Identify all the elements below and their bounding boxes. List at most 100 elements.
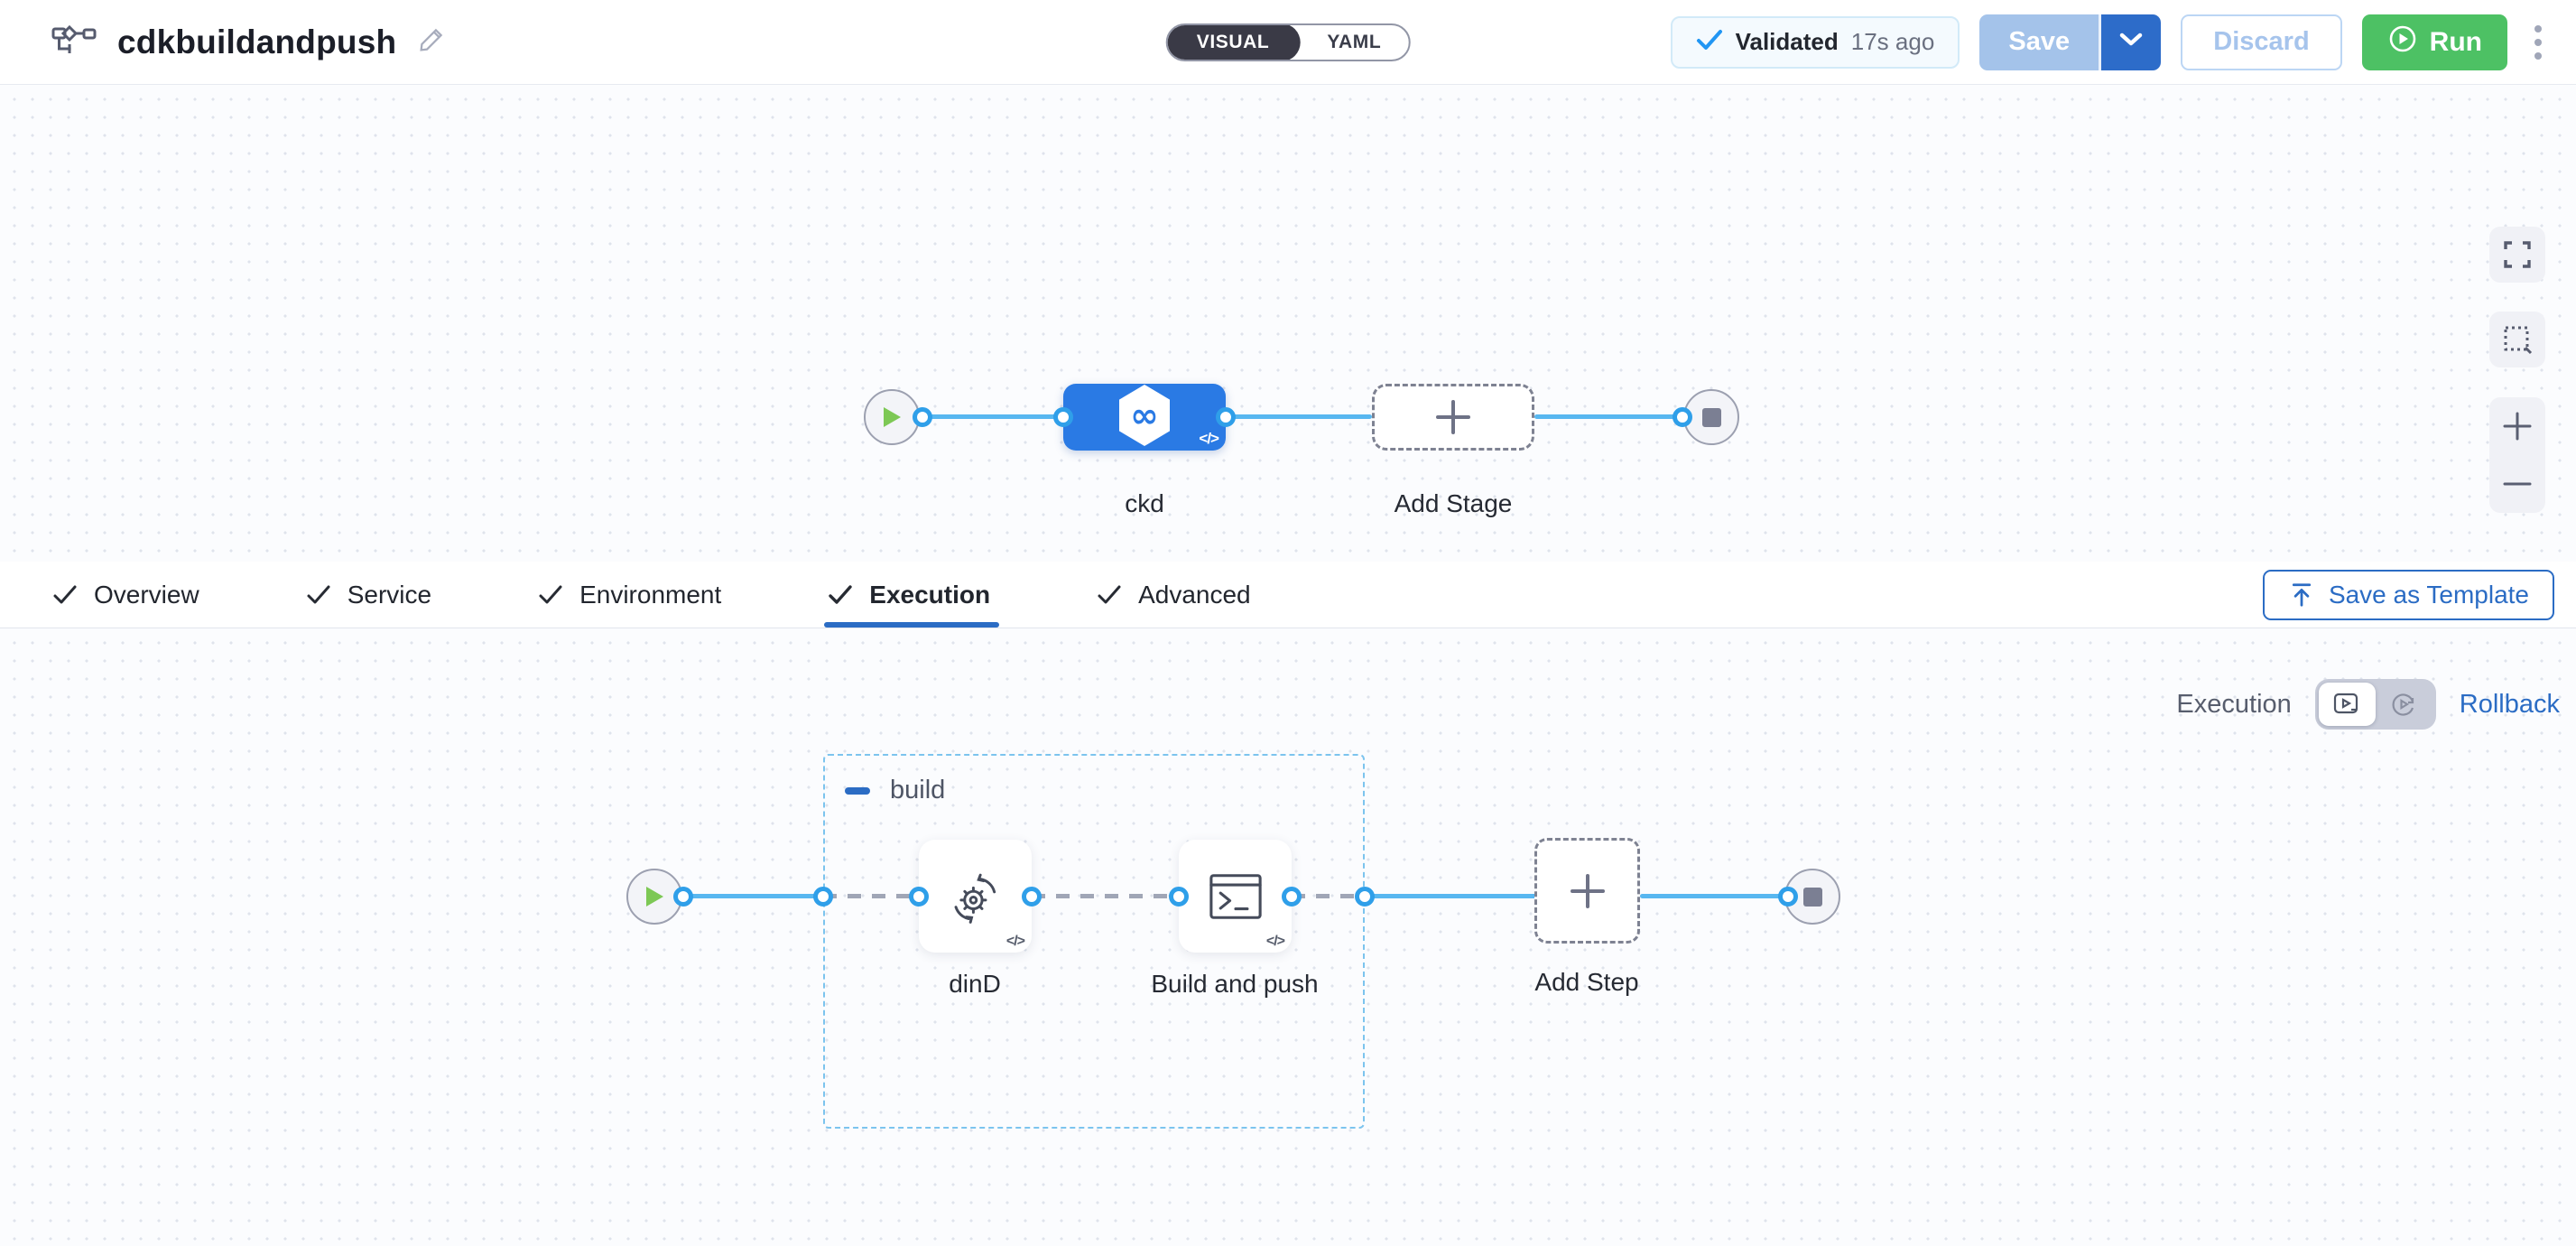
zoom-out-button[interactable]: [2489, 455, 2545, 513]
save-divider: [2099, 14, 2102, 70]
stop-icon: [1802, 887, 1822, 907]
execution-start-node: [626, 869, 682, 925]
stage-name-label: ckd: [1125, 489, 1164, 517]
gear-sync-icon: [954, 873, 996, 924]
fullscreen-icon: [2504, 241, 2531, 268]
connector-port: [913, 407, 932, 427]
check-icon: [53, 585, 77, 603]
tab-execution[interactable]: Execution: [824, 562, 999, 628]
pipeline-title: cdkbuildandpush: [117, 23, 397, 60]
terminal-icon: [1209, 873, 1262, 919]
selection-mode-button[interactable]: [2489, 312, 2545, 367]
fullscreen-button[interactable]: [2489, 227, 2545, 283]
stop-icon: [1701, 407, 1721, 427]
check-icon: [1098, 585, 1121, 603]
tab-service[interactable]: Service: [306, 562, 431, 628]
validated-badge: Validated 17s ago: [1670, 15, 1960, 69]
edit-pencil-icon[interactable]: [416, 24, 447, 60]
connector-line: [1534, 414, 1682, 419]
connector-line: [1226, 414, 1372, 419]
dashed-connector-line: [1292, 894, 1365, 898]
step-group-build: build: [823, 754, 1365, 1129]
save-as-template-button[interactable]: Save as Template: [2262, 569, 2554, 620]
stage-node-ckd[interactable]: ∞ </>: [1063, 384, 1226, 451]
connector-port: [1673, 407, 1692, 427]
execution-view-button[interactable]: [2318, 683, 2376, 726]
connector-line: [683, 894, 823, 898]
pipeline-start-node: [864, 389, 920, 445]
save-button[interactable]: Save: [1979, 14, 2099, 70]
discard-button[interactable]: Discard: [2181, 14, 2342, 70]
step-name-label: dinD: [949, 970, 1001, 998]
play-icon: [646, 887, 663, 907]
zoom-controls: [2489, 397, 2545, 513]
view-toggle: [2314, 679, 2436, 730]
chevron-down-icon: [2118, 32, 2144, 52]
toggle-yaml[interactable]: YAML: [1327, 31, 1382, 52]
zoom-in-button[interactable]: [2489, 397, 2545, 455]
group-name-label: build: [890, 776, 946, 804]
execution-canvas[interactable]: Execution Rollback build: [0, 628, 2576, 1246]
step-node-dind[interactable]: </>: [919, 840, 1032, 953]
connector-port: [1216, 407, 1236, 427]
connector-line: [1640, 894, 1788, 898]
toggle-visual[interactable]: VISUAL: [1167, 24, 1301, 60]
code-badge: </>: [1265, 934, 1285, 949]
connector-line: [922, 414, 1063, 419]
pipeline-icon: [51, 22, 97, 62]
execution-end-node: [1784, 869, 1840, 925]
run-play-icon: [2387, 23, 2418, 61]
collapse-group-button[interactable]: [845, 786, 870, 795]
add-stage-label: Add Stage: [1394, 489, 1513, 517]
dashed-connector-line: [823, 894, 919, 898]
validated-check-icon: [1696, 28, 1723, 56]
check-icon: [539, 585, 562, 603]
save-options-button[interactable]: [2101, 14, 2162, 70]
execution-rollback-switch: Execution Rollback: [2176, 679, 2560, 730]
connector-line: [1365, 894, 1539, 898]
upload-icon: [2292, 582, 2312, 607]
play-icon: [884, 407, 901, 427]
plus-icon: [2503, 412, 2532, 441]
add-stage-button[interactable]: [1372, 384, 1534, 451]
tab-advanced[interactable]: Advanced: [1097, 562, 1251, 628]
add-step-label: Add Step: [1534, 968, 1639, 996]
rollback-view-button[interactable]: [2376, 683, 2432, 726]
code-badge: </>: [1005, 934, 1025, 949]
step-name-label: Build and push: [1151, 970, 1319, 998]
connector-port: [1778, 887, 1798, 907]
connector-port: [1355, 887, 1375, 907]
connector-port: [1053, 407, 1073, 427]
minus-icon: [2503, 482, 2532, 486]
add-step-button[interactable]: [1534, 838, 1640, 944]
check-icon: [829, 584, 852, 604]
run-label: Run: [2429, 26, 2482, 57]
validated-label: Validated: [1735, 28, 1839, 55]
execution-steps-icon: [2334, 693, 2358, 714]
stage-canvas[interactable]: ∞ </> ckd Add Stage: [0, 85, 2576, 562]
plus-icon: [1436, 400, 1470, 434]
save-split-button: Save: [1979, 14, 2162, 70]
svg-text:∞: ∞: [1130, 395, 1159, 435]
pipeline-header: cdkbuildandpush VISUAL YAML Validated 17…: [0, 0, 2576, 85]
connector-port: [909, 887, 929, 907]
code-badge: </>: [1199, 430, 1219, 447]
execution-view-label: Execution: [2176, 689, 2292, 719]
connector-port: [1169, 887, 1189, 907]
connector-port: [1022, 887, 1042, 907]
visual-yaml-toggle: VISUAL YAML: [1165, 23, 1411, 61]
marquee-select-icon: [2504, 326, 2533, 355]
check-icon: [307, 585, 330, 603]
rollback-steps-icon: [2392, 693, 2414, 716]
connector-port: [1282, 887, 1302, 907]
connector-port: [673, 887, 693, 907]
more-options-button[interactable]: [2527, 20, 2549, 65]
plus-icon: [1570, 873, 1605, 908]
tab-overview[interactable]: Overview: [52, 562, 199, 628]
ci-stage-hexagon-icon: ∞: [1115, 383, 1174, 452]
tab-environment[interactable]: Environment: [538, 562, 721, 628]
step-node-build-and-push[interactable]: </>: [1179, 840, 1292, 953]
rollback-link[interactable]: Rollback: [2459, 689, 2560, 719]
run-button[interactable]: Run: [2361, 14, 2507, 70]
validated-time: 17s ago: [1850, 28, 1935, 55]
